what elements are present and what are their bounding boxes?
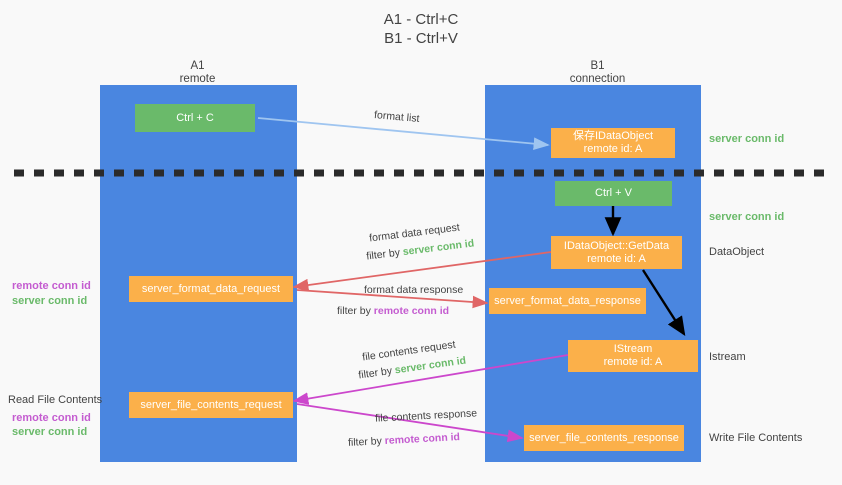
side-label-left-server-conn-id-bottom: server conn id [12, 426, 88, 438]
box-idataobject-getdata-line2: remote id: A [587, 252, 646, 265]
box-server-format-data-request[interactable]: server_format_data_request [129, 276, 293, 302]
filter-by-text-1: filter by [365, 246, 401, 263]
side-label-right-write-file-contents: Write File Contents [709, 432, 803, 444]
filter-by-text-2: filter by [337, 305, 371, 317]
server-conn-id-text-1: server conn id [402, 237, 475, 259]
filter-by-text-4: filter by [347, 435, 383, 449]
box-server-format-data-response-label: server_format_data_response [494, 294, 641, 307]
side-label-left-server-conn-id-top: server conn id [12, 295, 88, 307]
column-header-a1: A1 remote [120, 60, 275, 86]
title-line-2: B1 - Ctrl+V [384, 30, 458, 47]
box-save-idataobject[interactable]: 保存IDataObject remote id: A [551, 128, 675, 158]
box-server-format-data-request-label: server_format_data_request [141, 282, 281, 295]
edge-label-file-contents-response: file contents response [374, 407, 478, 425]
box-ctrl-c-label: Ctrl + C [176, 111, 214, 124]
remote-conn-id-text-4: remote conn id [384, 431, 461, 447]
side-label-left-remote-conn-id-bottom: remote conn id [12, 412, 91, 424]
box-ctrl-v[interactable]: Ctrl + V [555, 181, 672, 206]
side-label-left-read-file-contents: Read File Contents [8, 394, 103, 406]
box-ctrl-c[interactable]: Ctrl + C [135, 104, 255, 132]
column-b1-name: B1 [590, 60, 605, 72]
remote-conn-id-text-2: remote conn id [373, 305, 450, 317]
box-idataobject-getdata[interactable]: IDataObject::GetData remote id: A [551, 236, 682, 269]
box-istream-line1: IStream [613, 343, 653, 355]
side-label-right-server-conn-id-top: server conn id [709, 133, 785, 145]
column-b1-role: connection [569, 73, 626, 85]
box-save-idataobject-line2: remote id: A [583, 143, 643, 155]
column-a1-name: A1 [190, 60, 205, 72]
column-header-b1: B1 connection [520, 60, 675, 86]
box-istream[interactable]: IStream remote id: A [568, 340, 698, 372]
column-a1-role: remote [179, 73, 216, 85]
box-server-file-contents-request[interactable]: server_file_contents_request [129, 392, 293, 418]
edge-label-format-list: format list [373, 109, 420, 125]
edge-label-format-data-response-filter: filter by remote conn id [337, 305, 449, 318]
side-label-right-istream: Istream [709, 351, 746, 363]
box-server-file-contents-response[interactable]: server_file_contents_response [524, 425, 684, 451]
box-ctrl-v-label: Ctrl + V [595, 187, 632, 199]
box-save-idataobject-line1: 保存IDataObject [572, 130, 654, 142]
box-istream-line2: remote id: A [603, 356, 663, 368]
box-server-file-contents-response-label: server_file_contents_response [529, 431, 679, 444]
box-idataobject-getdata-line1: IDataObject::GetData [563, 239, 670, 252]
box-server-file-contents-request-label: server_file_contents_request [140, 398, 282, 411]
side-label-right-server-conn-id-mid: server conn id [709, 211, 785, 223]
page-title: A1 - Ctrl+C B1 - Ctrl+V [0, 10, 842, 48]
side-label-right-dataobject: DataObject [709, 246, 765, 258]
filter-by-text-3: filter by [357, 364, 393, 382]
edge-label-format-data-response: format data response [364, 284, 464, 296]
side-label-left-remote-conn-id-top: remote conn id [12, 280, 91, 292]
box-server-format-data-response[interactable]: server_format_data_response [489, 288, 646, 314]
title-line-1: A1 - Ctrl+C [383, 11, 459, 28]
edge-label-file-contents-response-filter: filter by remote conn id [348, 431, 461, 450]
